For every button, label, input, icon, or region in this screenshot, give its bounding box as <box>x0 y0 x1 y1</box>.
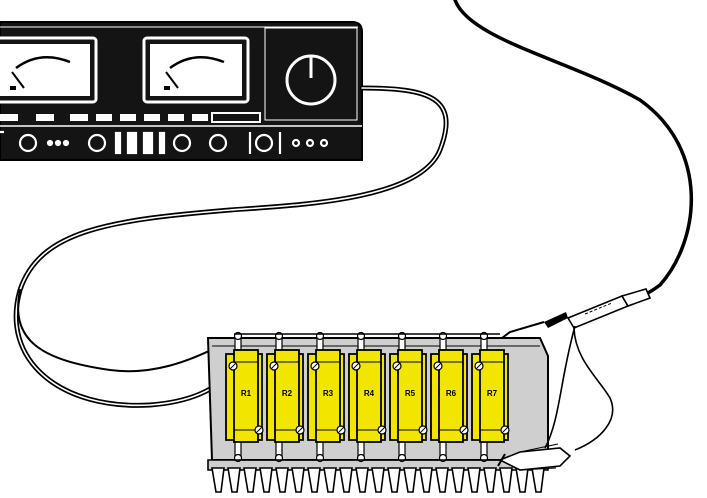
heatsink-fin <box>324 468 336 492</box>
heatsink-fin <box>468 468 480 492</box>
resistor-label: R3 <box>323 389 334 398</box>
screw-icon <box>475 362 483 370</box>
screw-icon <box>337 426 345 434</box>
screw-icon <box>229 362 237 370</box>
heatsink-fin <box>404 468 416 492</box>
screw-icon <box>434 362 442 370</box>
heatsink-fin <box>420 468 432 492</box>
screw-icon <box>296 426 304 434</box>
heatsink-fin <box>244 468 256 492</box>
heatsink-fin <box>212 468 224 492</box>
heatsink-fin <box>356 468 368 492</box>
heatsink-fin <box>292 468 304 492</box>
resistor-label: R1 <box>241 389 252 398</box>
resistor-label: R2 <box>282 389 293 398</box>
resistor-label: R6 <box>446 389 457 398</box>
screw-icon <box>393 362 401 370</box>
screw-icon <box>419 426 427 434</box>
heatsink-fin <box>452 468 464 492</box>
screw-icon <box>378 426 386 434</box>
fin-row <box>212 468 544 492</box>
screw-icon <box>352 362 360 370</box>
heatsink-fin <box>484 468 496 492</box>
screw-icon <box>501 426 509 434</box>
heatsink-fin <box>340 468 352 492</box>
probe-cable <box>455 0 691 302</box>
resistor-label: R7 <box>487 389 498 398</box>
heatsink-fin <box>516 468 528 492</box>
heatsink-fin <box>388 468 400 492</box>
heatsink-fin <box>260 468 272 492</box>
heatsink-fin <box>532 468 544 492</box>
heatsink-fin <box>500 468 512 492</box>
heatsink-fin <box>372 468 384 492</box>
heatsink-fin <box>228 468 240 492</box>
resistor-label: R4 <box>364 389 375 398</box>
screw-icon <box>460 426 468 434</box>
heatsink-fin <box>276 468 288 492</box>
power-knob-icon[interactable] <box>287 56 335 104</box>
heatsink-fin <box>436 468 448 492</box>
screw-icon <box>255 426 263 434</box>
amplifier-unit <box>0 22 362 160</box>
heatsink-fin <box>308 468 320 492</box>
resistor-label: R5 <box>405 389 416 398</box>
left-vu-meter <box>0 38 96 102</box>
screw-icon <box>270 362 278 370</box>
screw-icon <box>311 362 319 370</box>
right-vu-meter <box>144 38 248 102</box>
